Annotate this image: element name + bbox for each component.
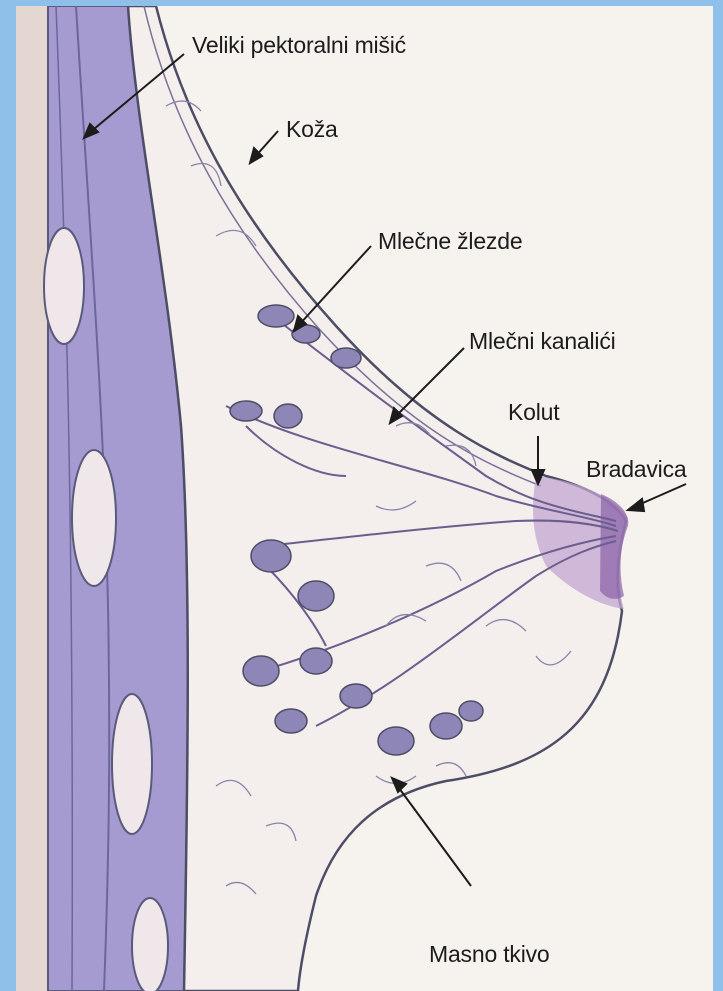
chest-wall	[16, 6, 48, 991]
label-pectoral-muscle: Veliki pektoralni mišić	[192, 32, 406, 59]
label-areola: Kolut	[508, 399, 559, 426]
label-mammary-glands: Mlečne žlezde	[378, 228, 522, 255]
label-milk-ducts: Mlečni kanalići	[469, 328, 616, 355]
breast-anatomy-illustration	[16, 6, 713, 991]
nipple	[600, 494, 628, 599]
label-fat-tissue: Masno tkivo	[429, 941, 550, 968]
label-nipple: Bradavica	[586, 456, 686, 483]
label-skin: Koža	[286, 116, 338, 143]
diagram-frame: Veliki pektoralni mišić Koža Mlečne žlez…	[16, 6, 713, 991]
